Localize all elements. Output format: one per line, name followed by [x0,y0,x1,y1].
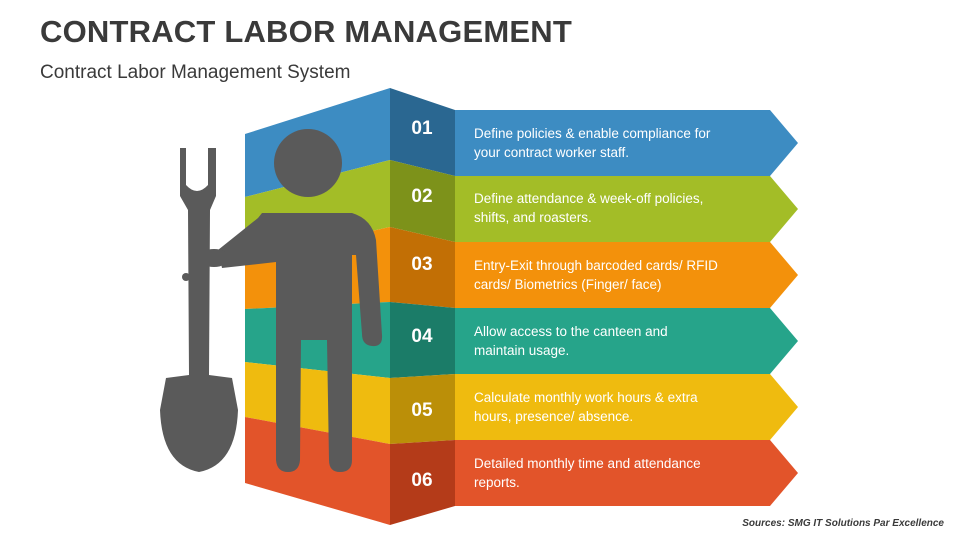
step-text-2-line-2: shifts, and roasters. [474,210,592,225]
step-arrow-3 [455,242,798,308]
step-arrow-1 [455,110,798,176]
step-arrow-4 [455,308,798,374]
step-text-1-line-1: Define policies & enable compliance for [474,126,711,141]
step-text-3-line-1: Entry-Exit through barcoded cards/ RFID [474,258,718,273]
step-text-1-line-2: your contract worker staff. [474,145,629,160]
number-block-6 [390,440,455,525]
step-number-3: 03 [411,254,432,275]
page-title: CONTRACT LABOR MANAGEMENT [40,14,572,49]
step-arrow-2 [455,176,798,242]
step-text-4-line-1: Allow access to the canteen and [474,324,668,339]
number-blocks [390,88,455,525]
step-number-2: 02 [411,186,432,207]
step-text-2-line-1: Define attendance & week-off policies, [474,191,703,206]
step-arrow-6 [455,440,798,506]
step-arrows [455,110,798,506]
number-block-2 [390,160,455,242]
page-subtitle: Contract Labor Management System [40,62,351,83]
worker-with-shovel-icon [160,129,383,472]
step-number-6: 06 [411,470,432,491]
number-block-1 [390,88,455,176]
number-block-4 [390,302,455,378]
step-number-5: 05 [411,400,433,421]
step-text-4-line-2: maintain usage. [474,343,569,358]
step-text-5-line-1: Calculate monthly work hours & extra [474,390,698,405]
step-arrow-5 [455,374,798,440]
step-text-6-line-2: reports. [474,475,520,490]
step-text-5-line-2: hours, presence/ absence. [474,409,633,424]
step-text-3-line-2: cards/ Biometrics (Finger/ face) [474,277,662,292]
number-block-5 [390,374,455,444]
step-number-1: 01 [411,118,433,139]
step-text-6-line-1: Detailed monthly time and attendance [474,456,701,471]
number-block-3 [390,227,455,308]
source-note: Sources: SMG IT Solutions Par Excellence [742,518,944,529]
step-number-4: 04 [411,326,433,347]
